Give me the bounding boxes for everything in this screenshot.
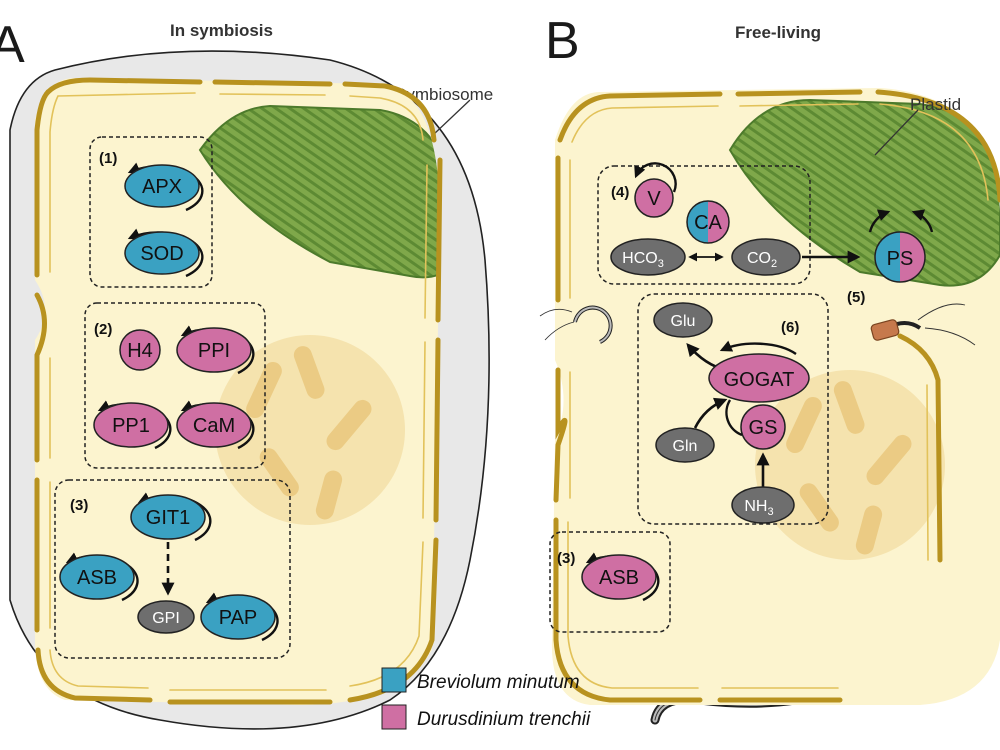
gpi-node: GPI xyxy=(137,600,195,634)
panel-a-letter: A xyxy=(0,16,25,74)
asb-node-b: ASB xyxy=(581,552,660,602)
co2-node: CO2 xyxy=(731,238,801,276)
asb-label-b: ASB xyxy=(599,567,639,589)
sod-node: SOD xyxy=(124,228,204,278)
cell-wall-b xyxy=(553,89,1000,703)
plastid-callout: Plastid xyxy=(910,95,961,114)
asb-node-a: ASB xyxy=(59,552,139,602)
pap-node: PAP xyxy=(200,592,279,642)
plastid-b xyxy=(728,98,1000,287)
glu-label: Glu xyxy=(671,313,696,330)
apx-node: APX xyxy=(124,162,204,212)
v-node: V xyxy=(634,162,677,218)
group-2-box xyxy=(84,302,266,469)
legend-swatch-breviolum xyxy=(381,667,407,693)
panel-a-title: In symbiosis xyxy=(170,21,273,40)
pp1-label: PP1 xyxy=(112,415,150,437)
symbiosome-callout-line xyxy=(432,99,471,136)
panel-b-letter: B xyxy=(545,12,580,70)
apx-label: APX xyxy=(142,176,182,198)
legend-label-breviolum: Breviolum minutum xyxy=(417,672,580,693)
ca-node: CA xyxy=(686,200,730,244)
nh3-subscript: 3 xyxy=(767,506,773,518)
svg-text:CO2: CO2 xyxy=(747,250,777,270)
gln-label: Gln xyxy=(673,438,698,455)
hco3-subscript: 3 xyxy=(658,258,664,270)
gln-node: Gln xyxy=(655,427,715,463)
ca-label: CA xyxy=(694,212,722,234)
hco3-label: HCO xyxy=(622,250,658,267)
gln-to-gogat-arrow xyxy=(693,397,728,429)
group-4-label: (4) xyxy=(611,184,629,201)
surface-hairs xyxy=(539,303,976,346)
group-6-label: (6) xyxy=(781,319,799,336)
group-1-box xyxy=(89,136,213,288)
ppi-label: PPI xyxy=(198,340,230,362)
h4-node: H4 xyxy=(119,329,161,371)
basal-body xyxy=(870,319,900,341)
gs-label: GS xyxy=(749,417,778,439)
ps-label: PS xyxy=(887,248,914,270)
group-5-label: (5) xyxy=(847,289,865,306)
git1-label: GIT1 xyxy=(146,507,190,529)
pap-label: PAP xyxy=(219,607,258,629)
panel-b: B Free-living xyxy=(539,12,1000,725)
gpi-label: GPI xyxy=(152,610,180,627)
nh3-label: NH xyxy=(744,498,767,515)
legend: Breviolum minutum Durusdinium trenchii xyxy=(381,667,591,730)
cam-label: CaM xyxy=(193,415,235,437)
plastid-a xyxy=(198,104,440,279)
ppi-node: PPI xyxy=(176,325,255,375)
asb-label-a: ASB xyxy=(77,567,117,589)
gs-node: GS xyxy=(740,404,786,450)
group-3b-label: (3) xyxy=(557,550,575,567)
symbiont-cell-a xyxy=(34,77,443,705)
v-label: V xyxy=(647,188,661,210)
plastid-callout-line xyxy=(874,109,919,156)
git1-node: GIT1 xyxy=(130,492,212,542)
panel-a: A In symbiosis Symbiosome xyxy=(0,16,493,730)
sod-label: SOD xyxy=(140,243,183,265)
pp1-node: PP1 xyxy=(93,400,172,450)
hco3-node: HCO3 xyxy=(610,238,686,276)
ps-node: PS xyxy=(868,209,934,283)
group-2-label: (2) xyxy=(94,321,112,338)
svg-text:HCO3: HCO3 xyxy=(622,250,664,270)
group-3a-label: (3) xyxy=(70,497,88,514)
symbiosome-callout: Symbiosome xyxy=(395,85,493,104)
panel-b-title: Free-living xyxy=(735,23,821,42)
co2-label: CO xyxy=(747,250,771,267)
cell-wall-a xyxy=(34,77,443,705)
legend-swatch-durusdinium xyxy=(381,704,407,730)
nh3-node: NH3 xyxy=(731,486,795,524)
group-1-label: (1) xyxy=(99,150,117,167)
group-4-box xyxy=(597,165,811,285)
co2-subscript: 2 xyxy=(771,258,777,270)
gs-cycle-arrow xyxy=(725,399,743,437)
cam-node: CaM xyxy=(176,400,255,450)
group-6-box xyxy=(637,293,829,525)
group-3a-box xyxy=(54,479,291,659)
gogat-node: GOGAT xyxy=(708,340,810,403)
legend-label-durusdinium: Durusdinium trenchii xyxy=(417,709,591,730)
glu-node: Glu xyxy=(653,302,713,338)
h4-label: H4 xyxy=(127,340,153,362)
svg-text:NH3: NH3 xyxy=(744,498,773,518)
gogat-label: GOGAT xyxy=(724,369,795,391)
